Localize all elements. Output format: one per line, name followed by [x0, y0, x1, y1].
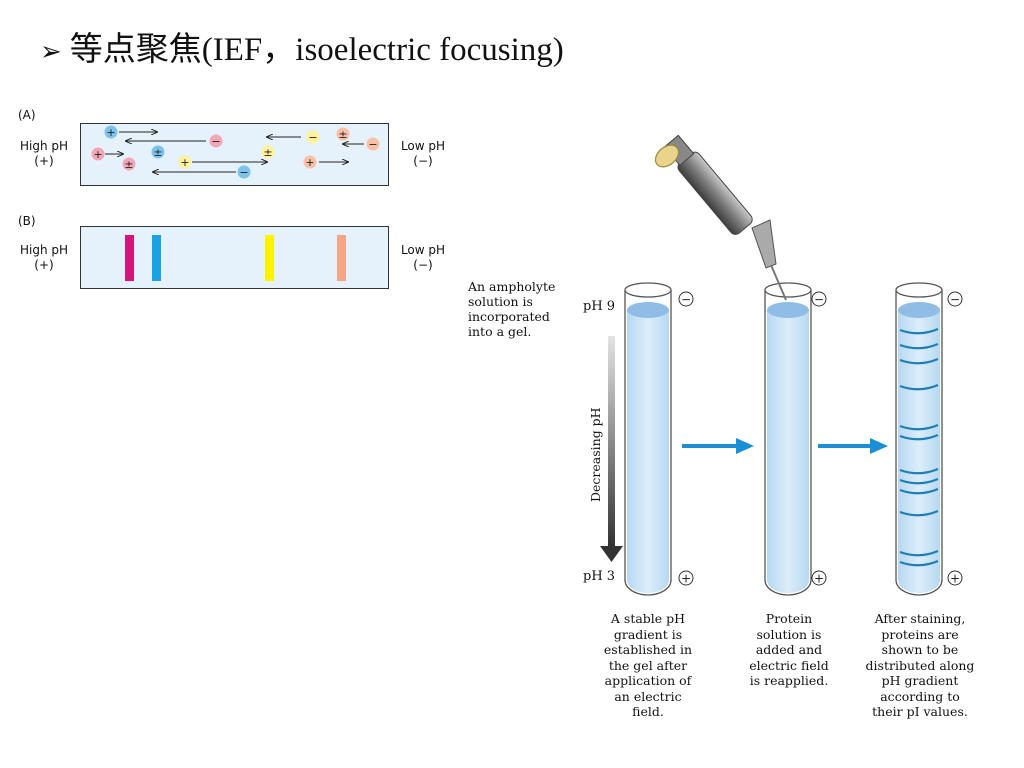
minus-sign: − — [681, 293, 691, 307]
stained-band-2 — [899, 357, 939, 365]
tube-1 — [624, 282, 672, 596]
focused-bands-diagram — [125, 235, 346, 281]
ion-11: − — [237, 165, 251, 179]
svg-text:−: − — [308, 131, 317, 144]
panel-b-tag: (B) — [18, 214, 36, 228]
cathode-symbol-1 — [678, 291, 694, 307]
stained-band-10 — [899, 549, 939, 557]
cathode-symbol-2 — [811, 291, 827, 307]
protein-band-3 — [337, 235, 346, 281]
ion-8: + — [178, 155, 192, 169]
stained-band-11 — [899, 559, 939, 567]
svg-text:−: − — [239, 166, 248, 179]
ion-10: + — [303, 155, 317, 169]
panel-b-low-ph-label: Low pH (−) — [400, 243, 446, 272]
svg-text:+: + — [305, 156, 314, 169]
stained-band-1 — [899, 342, 939, 350]
ion-3: ± — [336, 127, 350, 141]
tube-2 — [764, 282, 812, 596]
caption-step-1: A stable pH gradient is established in t… — [603, 611, 693, 719]
stained-band-6 — [899, 467, 939, 475]
ion-4: − — [366, 137, 380, 151]
plus-sign: + — [950, 572, 960, 586]
svg-text:±: ± — [153, 146, 162, 159]
panel-a-tag: (A) — [18, 108, 36, 122]
caption-step-3: After staining, proteins are shown to be… — [865, 611, 975, 719]
panel-a-high-ph-label: High pH (+) — [19, 139, 69, 168]
stained-protein-bands — [899, 327, 939, 567]
svg-text:−: − — [211, 135, 220, 148]
stained-band-9 — [899, 509, 939, 517]
anode-symbol-3 — [947, 570, 963, 586]
ion-5: + — [91, 147, 105, 161]
protein-band-1 — [152, 235, 161, 281]
svg-text:+: + — [93, 148, 102, 161]
ief-tubes-diagram: − + − + − + — [600, 134, 963, 596]
caption-step-2: Protein solution is added and electric f… — [749, 611, 829, 688]
protein-band-0 — [125, 235, 134, 281]
slide-title: ➢等点聚焦(IEF，isoelectric focusing) — [40, 30, 564, 72]
ion-6: ± — [151, 145, 165, 159]
bullet-arrow-icon: ➢ — [40, 37, 62, 66]
stained-band-3 — [899, 383, 939, 391]
plus-sign: + — [681, 572, 691, 586]
panel-a-low-ph-label: Low pH (−) — [400, 139, 446, 168]
minus-sign: − — [814, 293, 824, 307]
ion-1: − — [209, 134, 223, 148]
svg-text:±: ± — [338, 128, 347, 141]
ampholyte-note: An ampholyte solution is incorporated in… — [468, 279, 556, 339]
stained-band-7 — [899, 477, 939, 485]
svg-text:−: − — [368, 138, 377, 151]
slide-title-text: 等点聚焦(IEF，isoelectric focusing) — [69, 32, 564, 68]
ion-2: − — [306, 130, 320, 144]
panel-b-high-ph-label: High pH (+) — [19, 243, 69, 272]
ion-0: + — [104, 125, 118, 139]
stained-band-8 — [899, 487, 939, 495]
stained-band-5 — [899, 433, 939, 441]
svg-text:±: ± — [263, 146, 272, 159]
cathode-symbol-3 — [947, 291, 963, 307]
ph-bottom-label: pH 3 — [583, 569, 616, 584]
stained-band-0 — [899, 327, 939, 335]
ion-7: ± — [122, 157, 136, 171]
tube-3 — [895, 282, 943, 596]
anode-symbol-1 — [678, 570, 694, 586]
ph-gradient-arrowhead — [600, 546, 623, 562]
anode-symbol-2 — [811, 570, 827, 586]
panel-b-gel — [80, 226, 389, 289]
minus-sign: − — [950, 293, 960, 307]
step-arrow-1-head — [736, 438, 754, 454]
step-arrow-2-head — [870, 438, 888, 454]
ph-gradient-arrow-shaft — [608, 336, 615, 546]
protein-band-2 — [265, 235, 274, 281]
plus-sign: + — [814, 572, 824, 586]
svg-text:+: + — [180, 156, 189, 169]
ion-9: ± — [261, 145, 275, 159]
panel-a-gel: + − − ± − + ± ± + ± + − — [80, 123, 389, 186]
stained-band-4 — [899, 423, 939, 431]
ion-migration-diagram: + − − ± − + ± ± + ± + − — [91, 125, 380, 179]
ph-top-label: pH 9 — [583, 299, 616, 314]
pipette-icon — [654, 134, 787, 301]
svg-text:+: + — [106, 126, 115, 139]
svg-text:±: ± — [124, 158, 133, 171]
